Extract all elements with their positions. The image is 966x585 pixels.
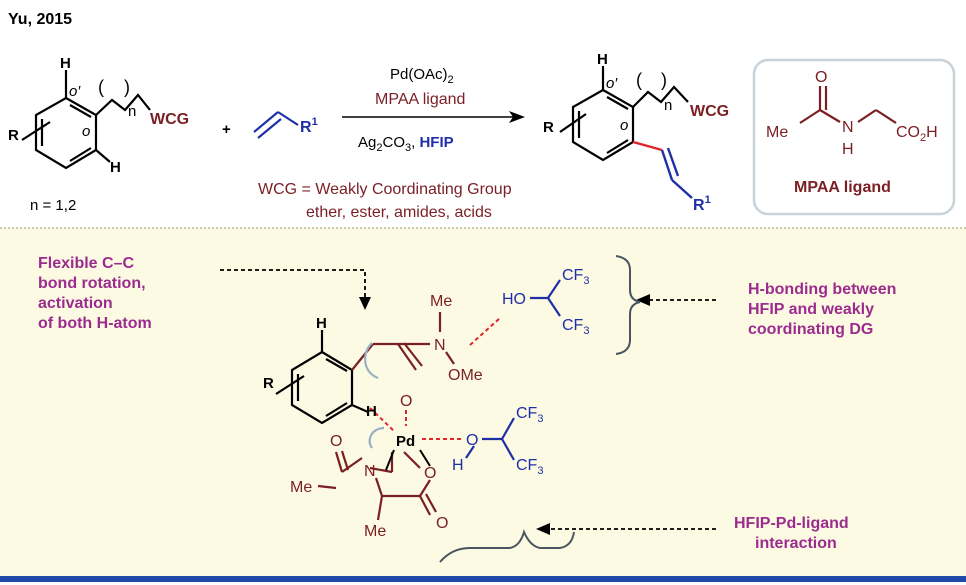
product-r: R — [543, 119, 554, 136]
complex-h-activated: H — [366, 403, 377, 420]
reactant-arene — [21, 70, 151, 170]
complex-amide-n: N — [434, 337, 446, 354]
alkene — [253, 111, 299, 139]
product-h-top: H — [597, 51, 608, 68]
plus-sign: + — [222, 121, 231, 138]
mpaa-n: N — [842, 119, 854, 136]
product-o-prime: o′ — [606, 75, 618, 92]
complex-ligand-n: N — [364, 463, 376, 480]
hfip2-o: O — [466, 432, 478, 449]
complex-ome: OMe — [448, 367, 483, 384]
hfip1-ho: HO — [502, 291, 526, 308]
reaction-arrowhead — [509, 111, 525, 123]
note-interaction: HFIP-Pd-ligand interaction — [734, 515, 849, 552]
reactant-wcg: WCG — [150, 111, 189, 128]
hfip2-h: H — [452, 457, 464, 474]
complex-acyl-o: O — [330, 433, 342, 450]
bottom-rule — [0, 576, 966, 582]
complex-amide — [351, 312, 455, 371]
brace-interaction — [439, 529, 575, 563]
svg-text:bond rotation,: bond rotation, — [38, 275, 146, 292]
complex-alpha-me: Me — [364, 523, 386, 540]
reactant-o-prime: o′ — [69, 83, 81, 100]
complex-ligand-o: O — [424, 465, 436, 482]
reactant-r: R — [8, 127, 19, 144]
wcg-definition: WCG = Weakly Coordinating Group — [258, 181, 512, 198]
condition-mpaa: MPAA ligand — [375, 91, 465, 108]
product-vinyl — [632, 140, 693, 199]
reactant-h-bottom: H — [110, 159, 121, 176]
mpaa-o: O — [815, 69, 827, 86]
svg-text:HFIP-Pd-ligand: HFIP-Pd-ligand — [734, 515, 849, 532]
svg-text:Flexible C–C: Flexible C–C — [38, 255, 134, 272]
title: Yu, 2015 — [8, 11, 72, 28]
reactant-h-top: H — [60, 55, 71, 72]
mpaa-me: Me — [766, 124, 788, 141]
hfip1-cf3-top: CF3 — [562, 267, 589, 287]
condition-pd: Pd(OAc)2 — [390, 66, 454, 86]
reactant-n: n — [128, 103, 136, 120]
pd-bonds — [385, 449, 431, 471]
complex-amide-o: O — [400, 393, 412, 410]
svg-text:interaction: interaction — [755, 535, 837, 552]
note-hbond: H-bonding between HFIP and weakly coordi… — [748, 281, 896, 338]
product-paren-left: ( — [636, 70, 642, 90]
complex-arene — [275, 330, 369, 425]
reactant-o: o — [82, 123, 90, 140]
svg-text:H-bonding between: H-bonding between — [748, 281, 896, 298]
reactant-paren-right: ) — [124, 77, 130, 97]
reactant-paren-left: ( — [98, 77, 104, 97]
product-o: o — [620, 117, 628, 134]
hfip2-cf3-bottom: CF3 — [516, 457, 543, 477]
complex-me-top: Me — [430, 293, 452, 310]
product-arene — [559, 66, 689, 162]
alkene-r1: R1 — [300, 116, 318, 136]
svg-text:coordinating DG: coordinating DG — [748, 321, 873, 338]
hfip1-cf3-bottom: CF3 — [562, 317, 589, 337]
callout-arrowheads — [359, 294, 650, 535]
callout-arrows — [220, 269, 716, 530]
complex-ligand — [317, 450, 437, 521]
condition-silver: Ag2CO3, HFIP — [358, 134, 454, 154]
note-flexible: Flexible C–C bond rotation, activation o… — [38, 255, 152, 332]
wcg-examples: ether, ester, amides, acids — [306, 204, 492, 221]
complex-h-top: H — [316, 315, 327, 332]
svg-text:HFIP and weakly: HFIP and weakly — [748, 301, 874, 318]
hfip2-cf3-top: CF3 — [516, 405, 543, 425]
mpaa-h: H — [842, 141, 854, 158]
svg-text:of both H-atom: of both H-atom — [38, 315, 152, 332]
product-wcg: WCG — [690, 103, 729, 120]
mpaa-co2h: CO2H — [896, 124, 938, 144]
hfip-2 — [465, 417, 515, 461]
brace-hbond — [615, 255, 641, 355]
mpaa-label: MPAA ligand — [794, 179, 891, 196]
mechanism-panel — [0, 228, 966, 576]
mpaa-box — [752, 58, 956, 216]
hfip-1 — [530, 279, 561, 317]
svg-text:activation: activation — [38, 295, 113, 312]
product-n: n — [664, 97, 672, 114]
complex-pd: Pd — [396, 433, 415, 450]
n-values: n = 1,2 — [30, 197, 76, 214]
hydrogen-bonds — [369, 317, 501, 440]
product-paren-right: ) — [661, 70, 667, 90]
mpaa-structure — [799, 86, 897, 124]
rotation-arrows — [364, 342, 385, 449]
product-r1: R1 — [693, 194, 711, 214]
complex-r: R — [263, 375, 274, 392]
complex-carbonyl-o: O — [436, 515, 448, 532]
complex-acetyl-me: Me — [290, 479, 312, 496]
